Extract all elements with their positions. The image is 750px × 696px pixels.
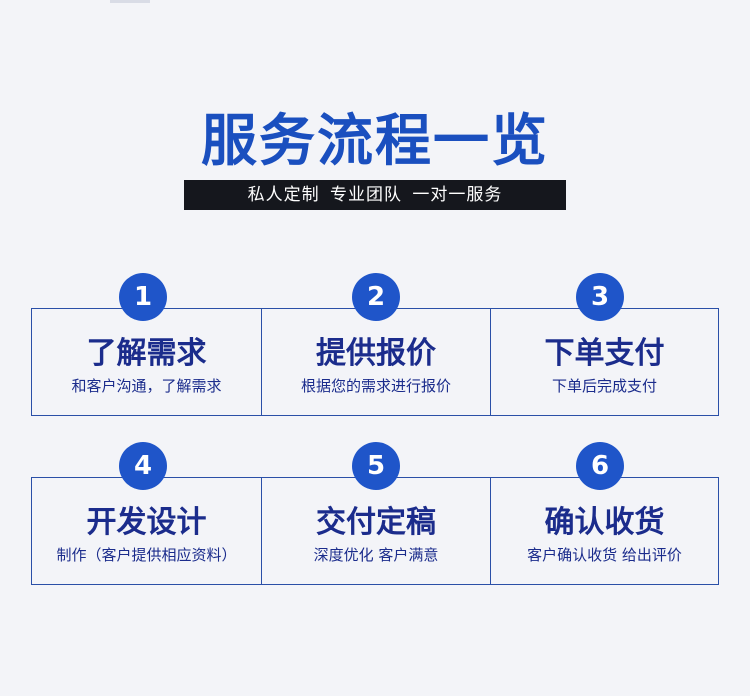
step-number-badge-2: 2 — [352, 273, 400, 321]
step-number-badge-5: 5 — [352, 442, 400, 490]
page-title: 服务流程一览 — [201, 109, 549, 174]
subtitle-banner: 私人定制 专业团队 一对一服务 — [184, 180, 566, 210]
step-description: 和客户沟通，了解需求 — [71, 377, 222, 395]
step-card-5: 交付定稿 深度优化 客户满意 — [261, 478, 490, 584]
process-row-2: 开发设计 制作（客户提供相应资料） 交付定稿 深度优化 客户满意 确认收货 客户… — [31, 477, 719, 585]
step-number-badge-3: 3 — [576, 273, 624, 321]
step-description: 根据您的需求进行报价 — [300, 377, 451, 395]
step-title: 下单支付 — [544, 336, 665, 371]
step-card-2: 提供报价 根据您的需求进行报价 — [261, 309, 490, 415]
step-description: 客户确认收货 给出评价 — [527, 546, 682, 564]
step-title: 开发设计 — [86, 505, 207, 540]
step-title: 交付定稿 — [316, 505, 436, 540]
step-title: 提供报价 — [316, 336, 436, 371]
step-title: 了解需求 — [86, 336, 207, 371]
step-card-1: 了解需求 和客户沟通，了解需求 — [32, 309, 261, 415]
step-number-badge-4: 4 — [119, 442, 167, 490]
step-card-6: 确认收货 客户确认收货 给出评价 — [490, 478, 718, 584]
step-description: 制作（客户提供相应资料） — [56, 546, 237, 564]
step-description: 下单后完成支付 — [551, 377, 657, 395]
step-number-badge-1: 1 — [119, 273, 167, 321]
step-title: 确认收货 — [544, 505, 665, 540]
step-card-3: 下单支付 下单后完成支付 — [490, 309, 718, 415]
step-number-badge-6: 6 — [576, 442, 624, 490]
step-card-4: 开发设计 制作（客户提供相应资料） — [32, 478, 261, 584]
top-accent-line — [110, 0, 150, 3]
step-description: 深度优化 客户满意 — [313, 546, 439, 564]
process-row-1: 了解需求 和客户沟通，了解需求 提供报价 根据您的需求进行报价 下单支付 下单后… — [31, 308, 719, 416]
